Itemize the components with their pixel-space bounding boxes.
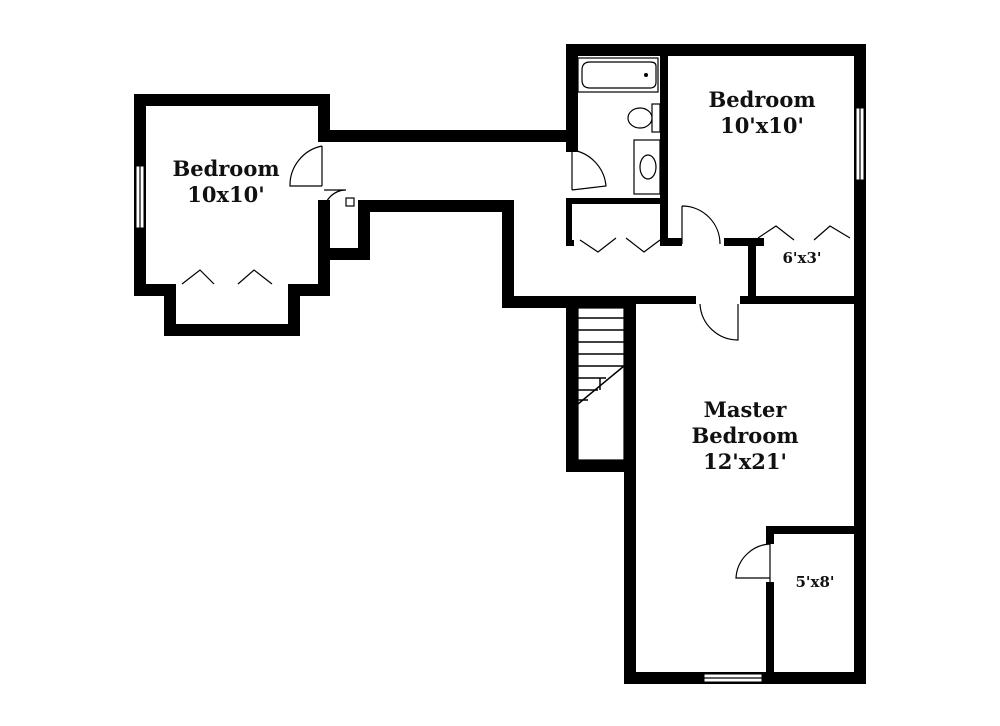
wall-bottom-closet-west-top	[766, 526, 774, 544]
wall-right-bedroom-bottom-left	[660, 238, 682, 246]
doors	[289, 145, 771, 582]
door-small-closet	[323, 189, 347, 213]
wall-bath-bedroom-divider	[660, 44, 668, 244]
label-bedroom-right-name: Bedroom	[708, 87, 815, 112]
wall-small-closet-east	[358, 200, 370, 260]
label-master-name-1: Master	[704, 397, 788, 422]
wall-bottom-closet-west-low	[766, 582, 774, 682]
wall-top-right	[566, 44, 866, 56]
wall-hall-bottom	[358, 200, 514, 212]
label-bedroom-left-name: Bedroom	[172, 156, 279, 181]
wall-east	[854, 44, 866, 684]
wall-bottom-closet-top	[766, 526, 866, 534]
wall-hall-top	[318, 130, 578, 142]
stairs	[577, 307, 625, 461]
wall-small-closet-bottom	[318, 248, 370, 260]
walls	[134, 44, 866, 684]
label-bedroom-right-size: 10'x10'	[720, 113, 804, 138]
label-closet-top-size: 6'x3'	[782, 249, 821, 267]
label-closet-bottom-size: 5'x8'	[795, 573, 834, 591]
wall-left-alcove-east	[288, 284, 300, 336]
wall-bath-linen-divider	[566, 198, 668, 204]
label-bedroom-left-size: 10x10'	[187, 182, 264, 207]
wall-left-bedroom-top	[134, 94, 330, 106]
bathroom-fixtures	[577, 57, 661, 195]
door-left-bedroom	[289, 145, 323, 187]
wall-left-alcove-west	[164, 284, 176, 336]
wall-master-top-right	[740, 296, 866, 304]
door-bottom-closet	[735, 543, 771, 582]
wall-stair-west	[566, 296, 578, 472]
label-master-size: 12'x21'	[703, 449, 787, 474]
wall-linen-west	[566, 198, 572, 244]
room-labels: Bedroom 10x10' Bedroom 10'x10' 6'x3' Mas…	[172, 87, 834, 591]
wall-linen-bottom	[566, 240, 574, 246]
bifold-doors	[181, 225, 851, 285]
wall-stair-bottom	[566, 460, 636, 472]
wall-bath-west	[566, 44, 578, 152]
door-bathroom	[571, 149, 607, 191]
label-master-name-2: Bedroom	[691, 423, 798, 448]
sink	[639, 154, 657, 180]
toilet-tank	[651, 103, 661, 133]
wall-left-alcove-bottom	[164, 324, 300, 336]
wall-master-west	[624, 296, 636, 684]
windows	[135, 107, 865, 683]
wall-top-closet-west	[748, 238, 756, 302]
door-right-bedroom	[681, 205, 721, 245]
toilet-bowl	[627, 107, 653, 129]
wall-right-bedroom-bottom-right	[724, 238, 764, 246]
wall-master-top-left	[624, 296, 696, 304]
wall-hall-step-down	[502, 200, 514, 306]
door-master	[699, 303, 739, 341]
